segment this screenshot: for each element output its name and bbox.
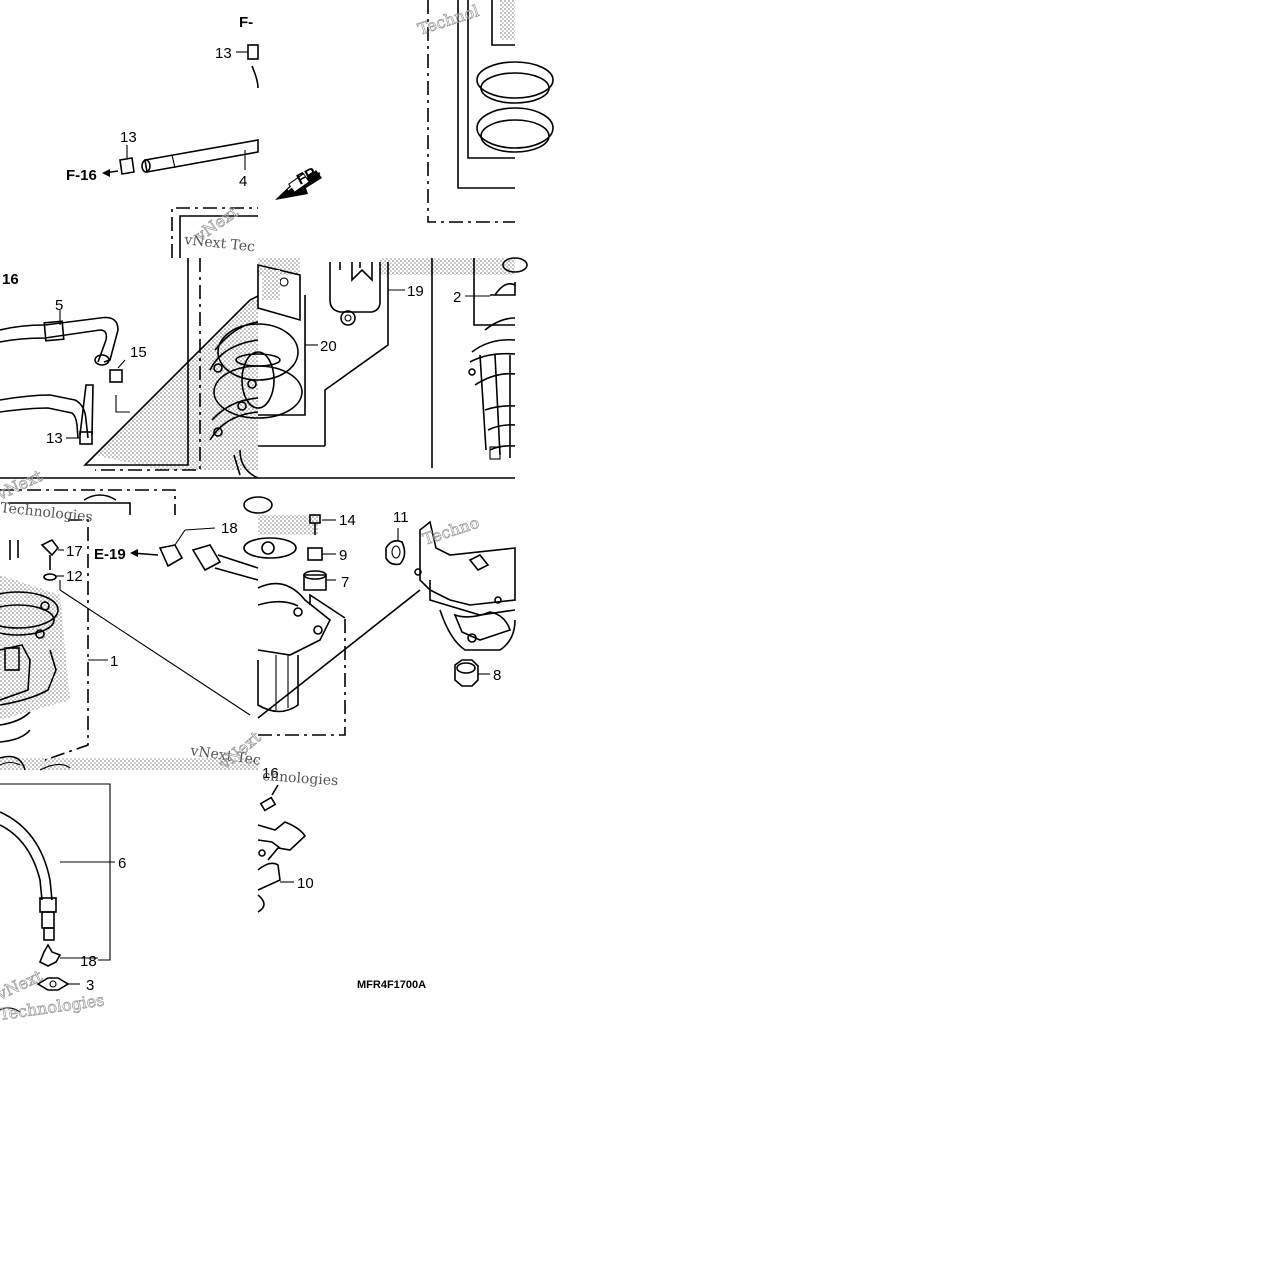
- watermark-text: Technol: [415, 1, 481, 39]
- fuel-pump-base-assembly: [0, 519, 259, 771]
- watermark-text: chnologies: [262, 768, 339, 789]
- callout-8: 8: [493, 667, 501, 684]
- pump-mount-section: [243, 514, 516, 736]
- part-code: MFR4F1700A: [357, 979, 426, 991]
- reference-e-19: E-19: [94, 546, 126, 563]
- callout-19: 19: [407, 283, 424, 300]
- fuel-pump-housing-top: [171, 0, 554, 258]
- callout-5: 5: [55, 297, 63, 314]
- reference-f-16: F-16: [66, 167, 97, 184]
- callout-17: 17: [66, 543, 83, 560]
- callout-13: 13: [46, 430, 63, 447]
- callout-9: 9: [339, 547, 347, 564]
- callout-18: 18: [80, 953, 97, 970]
- watermark-text: vNext Tec: [183, 232, 256, 255]
- watermark-text: vNext: [0, 466, 46, 504]
- watermark-text: vNext: [0, 966, 46, 1004]
- watermark-text: Technologies: [0, 500, 93, 526]
- callout-3: 3: [86, 977, 94, 994]
- callout-20: 20: [320, 338, 337, 355]
- callout-10: 10: [297, 875, 314, 892]
- callout-14: 14: [339, 512, 356, 529]
- callout-16: 16: [262, 765, 279, 782]
- callout-15: 15: [130, 344, 147, 361]
- callout-12: 12: [66, 568, 83, 585]
- callout-6: 6: [118, 855, 126, 872]
- callout-4: 4: [239, 173, 247, 190]
- reference-f: F-: [239, 14, 253, 31]
- callout-7: 7: [341, 574, 349, 591]
- fuel-hose-upper-section: [102, 44, 259, 177]
- callout-labels: 13 13 4 5 15 13 19 20 2 17 12 1 18 14 9 …: [46, 45, 501, 994]
- callout-13: 13: [215, 45, 232, 62]
- fuel-hose-5-assembly: [0, 258, 281, 515]
- bracket-10-section: [257, 784, 307, 913]
- callout-18: 18: [221, 520, 238, 537]
- callout-11: 11: [393, 509, 409, 526]
- watermark-text: Techno: [420, 513, 481, 549]
- callout-13: 13: [120, 129, 137, 146]
- fuel-hose-6-assembly: [0, 783, 115, 1013]
- reference-16: 16: [2, 271, 19, 288]
- fuel-pump-module-section: [213, 257, 528, 479]
- callout-1: 1: [110, 653, 118, 670]
- callout-2: 2: [453, 289, 461, 306]
